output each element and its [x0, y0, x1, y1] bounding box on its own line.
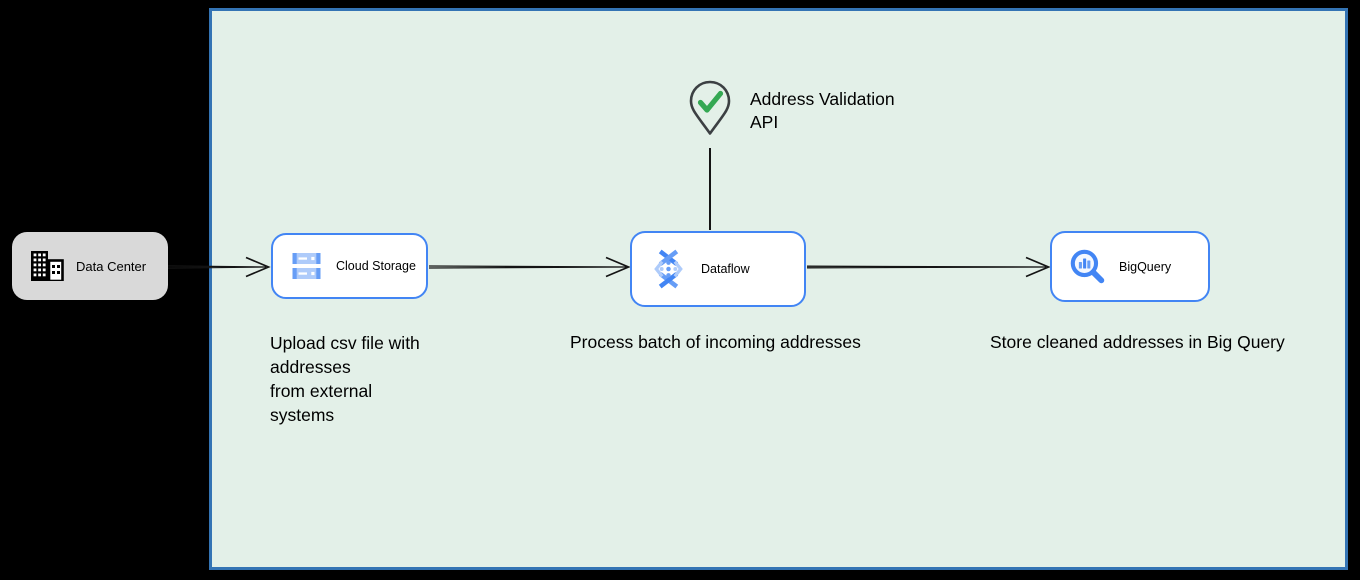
bigquery-icon [1070, 249, 1105, 284]
cloud-storage-icon [292, 253, 321, 279]
node-bigquery: BigQuery [1050, 231, 1210, 302]
location-pin-check-icon [689, 80, 731, 135]
caption-cloud-storage: Upload csv file with addresses from exte… [270, 333, 420, 425]
annotation-address-validation-api: Address Validation API [750, 89, 895, 132]
caption-bigquery: Store cleaned addresses in Big Query [990, 332, 1285, 352]
node-cloud-storage: Cloud Storage [271, 233, 428, 299]
office-building-icon [31, 251, 64, 281]
caption-dataflow: Process batch of incoming addresses [570, 332, 861, 352]
node-label: Cloud Storage [336, 259, 416, 273]
node-dataflow: Dataflow [630, 231, 806, 307]
node-label: Data Center [76, 258, 147, 274]
node-label: BigQuery [1119, 259, 1172, 274]
node-label: Dataflow [701, 262, 750, 276]
node-data-center: Data Center [12, 232, 168, 300]
dataflow-icon [654, 249, 683, 289]
